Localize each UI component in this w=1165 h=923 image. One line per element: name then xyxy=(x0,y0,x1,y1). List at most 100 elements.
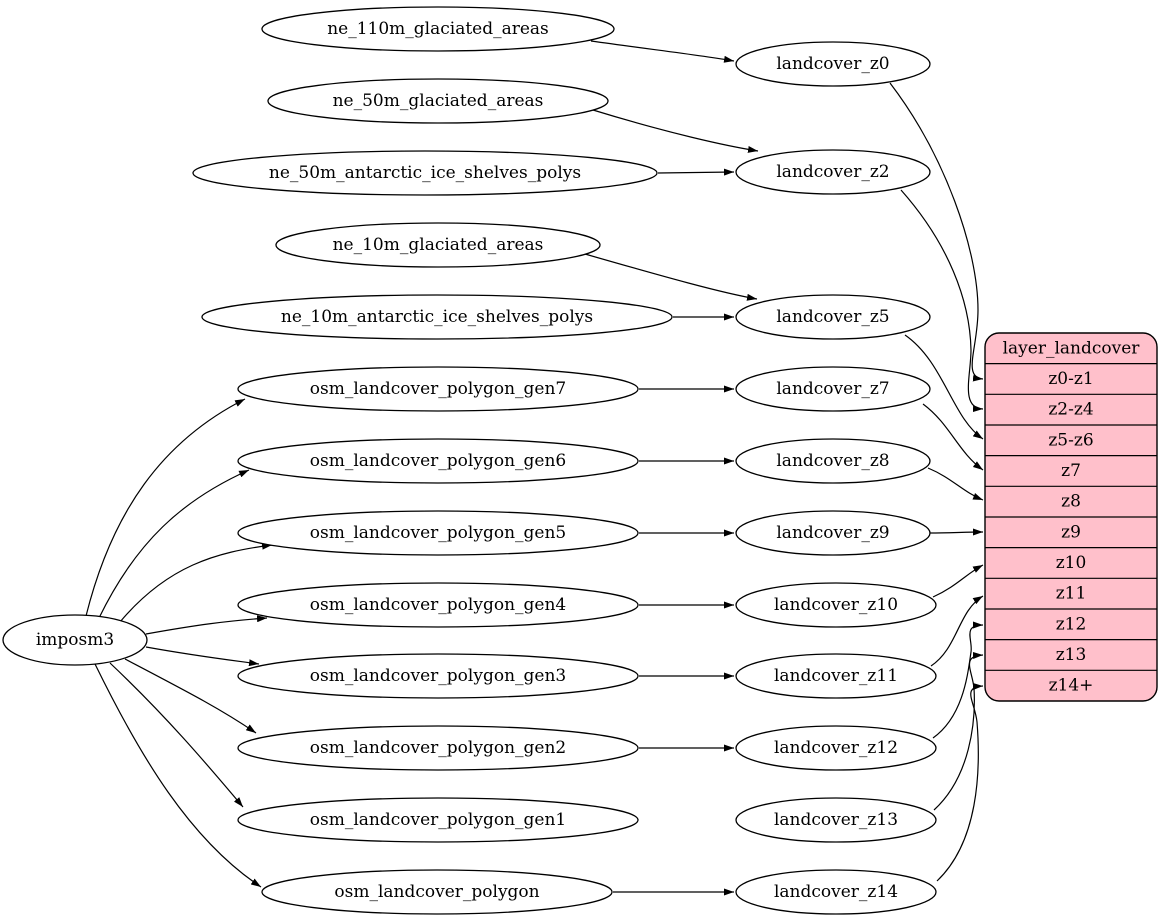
node-landcover-z8-label: landcover_z8 xyxy=(776,451,889,471)
node-osm-landcover-polygon: osm_landcover_polygon xyxy=(261,869,613,915)
record-row-z0-z1: z0-z1 xyxy=(1048,369,1093,389)
node-landcover-z2-shape xyxy=(735,149,931,195)
edge-imposm3-gen1 xyxy=(109,662,244,808)
node-osm-landcover-polygon-gen6: osm_landcover_polygon_gen6 xyxy=(237,438,639,484)
node-landcover-z12-shape xyxy=(735,725,937,771)
node-landcover-z8-shape xyxy=(735,438,931,484)
node-osm-landcover-polygon-gen6-label: osm_landcover_polygon_gen6 xyxy=(310,451,566,471)
edge-ne50m-ant-z2 xyxy=(657,168,735,176)
node-osm-landcover-polygon-gen7-label: osm_landcover_polygon_gen7 xyxy=(310,379,566,399)
node-osm-landcover-polygon-gen5-shape xyxy=(237,510,639,556)
record-row-z12: z12 xyxy=(1056,614,1087,634)
node-osm-landcover-polygon-gen4-shape xyxy=(237,582,639,628)
node-osm-landcover-polygon-shape xyxy=(261,869,613,915)
node-landcover-z5-shape xyxy=(735,294,931,340)
node-landcover-z0: landcover_z0 xyxy=(735,41,931,87)
node-ne-110m-glaciated-areas-label: ne_110m_glaciated_areas xyxy=(327,19,549,39)
record-row-z5-z6: z5-z6 xyxy=(1048,430,1093,450)
node-landcover-z2-label: landcover_z2 xyxy=(776,162,889,182)
node-landcover-z13-label: landcover_z13 xyxy=(774,810,898,830)
node-osm-landcover-polygon-gen7-shape xyxy=(237,366,639,412)
node-osm-landcover-polygon-gen2-label: osm_landcover_polygon_gen2 xyxy=(310,738,566,758)
node-landcover-z7-label: landcover_z7 xyxy=(776,379,889,399)
node-landcover-z14: landcover_z14 xyxy=(735,869,937,915)
edge-imposm3-gen5 xyxy=(119,542,273,623)
edge-z9-row xyxy=(929,528,984,536)
edge-ne110m-z0 xyxy=(590,40,735,63)
node-ne-10m-glaciated-areas: ne_10m_glaciated_areas xyxy=(275,222,601,268)
edges-imposm3-fan xyxy=(85,398,273,888)
edge-imposm3-gen2 xyxy=(124,658,257,734)
node-osm-landcover-polygon-gen6-shape xyxy=(237,438,639,484)
edge-z11-row xyxy=(930,595,984,667)
node-ne-50m-antarctic-ice-shelves-polys-shape xyxy=(192,150,658,196)
node-ne-110m-glaciated-areas: ne_110m_glaciated_areas xyxy=(261,6,615,52)
record-row-z9: z9 xyxy=(1061,522,1081,542)
record-row-z2-z4: z2-z4 xyxy=(1048,400,1093,420)
node-landcover-z14-label: landcover_z14 xyxy=(774,882,898,902)
node-landcover-z13-shape xyxy=(735,797,937,843)
node-osm-landcover-polygon-gen4-label: osm_landcover_polygon_gen4 xyxy=(310,595,566,615)
edge-z5-row xyxy=(904,334,984,440)
node-landcover-z7-shape xyxy=(735,366,931,412)
edge-z13-row xyxy=(933,651,984,811)
record-row-z10: z10 xyxy=(1056,553,1087,573)
node-osm-landcover-polygon-gen7: osm_landcover_polygon_gen7 xyxy=(237,366,639,412)
node-osm-landcover-polygon-gen2-shape xyxy=(237,725,639,771)
node-landcover-z2: landcover_z2 xyxy=(735,149,931,195)
record-row-z13: z13 xyxy=(1056,645,1087,665)
edge-z7-row xyxy=(922,403,984,471)
node-landcover-z11-label: landcover_z11 xyxy=(774,666,898,686)
node-imposm3: imposm3 xyxy=(2,614,148,666)
node-osm-landcover-polygon-gen3-label: osm_landcover_polygon_gen3 xyxy=(310,666,566,686)
node-ne-50m-glaciated-areas-shape xyxy=(267,78,609,124)
record-title: layer_landcover xyxy=(1003,338,1141,358)
node-landcover-z10-label: landcover_z10 xyxy=(774,595,898,615)
node-osm-landcover-polygon-gen4: osm_landcover_polygon_gen4 xyxy=(237,582,639,628)
node-imposm3-label: imposm3 xyxy=(36,630,114,650)
node-osm-landcover-polygon-gen5: osm_landcover_polygon_gen5 xyxy=(237,510,639,556)
node-ne-10m-antarctic-ice-shelves-polys: ne_10m_antarctic_ice_shelves_polys xyxy=(201,294,673,340)
node-ne-50m-glaciated-areas: ne_50m_glaciated_areas xyxy=(267,78,609,124)
edge-ne50m-glac-z2 xyxy=(592,109,759,153)
edge-imposm3-gen6 xyxy=(98,469,250,619)
edge-imposm3-gen3 xyxy=(145,646,260,667)
node-osm-landcover-polygon-gen2: osm_landcover_polygon_gen2 xyxy=(237,725,639,771)
node-landcover-z11-shape xyxy=(735,653,937,699)
node-ne-50m-glaciated-areas-label: ne_50m_glaciated_areas xyxy=(333,91,544,111)
record-row-z7: z7 xyxy=(1061,461,1081,481)
edges-source-to-landcover xyxy=(584,40,759,896)
node-landcover-z0-shape xyxy=(735,41,931,87)
node-landcover-z10: landcover_z10 xyxy=(735,582,937,628)
edge-z10-row xyxy=(932,564,984,598)
node-landcover-z14-shape xyxy=(735,869,937,915)
node-ne-110m-glaciated-areas-shape xyxy=(261,6,615,52)
edges-landcover-to-record xyxy=(889,82,984,882)
edge-imposm3-gen4 xyxy=(145,615,268,635)
node-landcover-z9: landcover_z9 xyxy=(735,510,931,556)
node-landcover-z5-label: landcover_z5 xyxy=(776,307,889,327)
node-ne-50m-antarctic-ice-shelves-polys: ne_50m_antarctic_ice_shelves_polys xyxy=(192,150,658,196)
edge-ne10m-glac-z5 xyxy=(584,253,758,301)
node-ne-10m-glaciated-areas-shape xyxy=(275,222,601,268)
edge-z2-row xyxy=(900,189,984,413)
node-ne-10m-antarctic-ice-shelves-polys-shape xyxy=(201,294,673,340)
node-landcover-z9-label: landcover_z9 xyxy=(776,523,889,543)
node-landcover-z5: landcover_z5 xyxy=(735,294,931,340)
node-landcover-z10-shape xyxy=(735,582,937,628)
edge-imposm3-polygon xyxy=(94,663,262,888)
node-osm-landcover-polygon-gen3: osm_landcover_polygon_gen3 xyxy=(237,653,639,699)
node-landcover-z0-label: landcover_z0 xyxy=(776,54,889,74)
edge-z8-row xyxy=(927,467,984,501)
node-osm-landcover-polygon-gen1-shape xyxy=(237,797,639,843)
node-landcover-z7: landcover_z7 xyxy=(735,366,931,412)
record-row-z11: z11 xyxy=(1056,584,1087,604)
node-landcover-z8: landcover_z8 xyxy=(735,438,931,484)
record-layer-landcover: layer_landcover z0-z1 z2-z4 z5-z6 z7 z8 … xyxy=(984,332,1158,702)
node-imposm3-shape xyxy=(2,614,148,666)
node-ne-10m-glaciated-areas-label: ne_10m_glaciated_areas xyxy=(333,235,544,255)
node-ne-10m-antarctic-ice-shelves-polys-label: ne_10m_antarctic_ice_shelves_polys xyxy=(281,307,593,327)
node-landcover-z13: landcover_z13 xyxy=(735,797,937,843)
